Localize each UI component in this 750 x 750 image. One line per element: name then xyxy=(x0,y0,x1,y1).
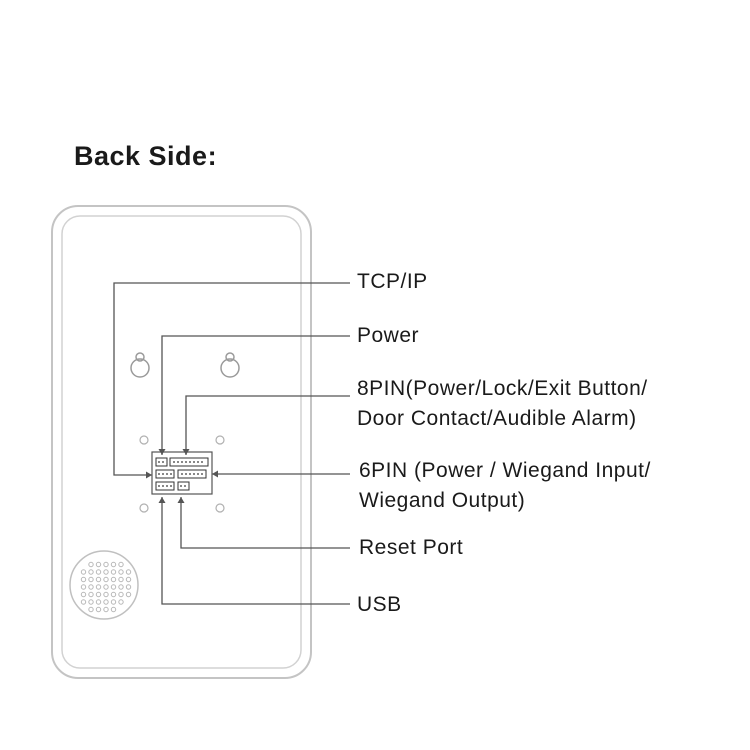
speaker-hole xyxy=(88,599,94,605)
speaker-hole xyxy=(110,591,117,598)
speaker-grille-icon xyxy=(69,550,139,620)
speaker-hole xyxy=(118,584,124,590)
speaker-hole xyxy=(88,591,94,598)
label-usb: USB xyxy=(357,593,402,616)
speaker-hole xyxy=(88,569,94,575)
speaker-hole xyxy=(103,569,109,575)
speaker-hole xyxy=(103,561,109,568)
label-tcp-ip: TCP/IP xyxy=(357,270,428,293)
speaker-hole xyxy=(95,576,102,583)
speaker-hole xyxy=(88,584,94,590)
arrowheads xyxy=(146,449,218,503)
device-inner-outline xyxy=(61,215,302,669)
speaker-hole xyxy=(118,561,124,568)
speaker-hole xyxy=(95,606,102,613)
leader-lines xyxy=(113,282,350,605)
speaker-hole xyxy=(80,584,87,590)
speaker-hole xyxy=(125,591,132,598)
usb-port xyxy=(155,481,175,491)
speaker-hole xyxy=(88,606,94,613)
speaker-hole xyxy=(103,599,109,605)
label-reset-port: Reset Port xyxy=(359,536,464,559)
connector-panel xyxy=(151,451,213,495)
label-6pin-line2: Wiegand Output) xyxy=(359,489,526,512)
speaker-hole xyxy=(110,599,117,605)
speaker-hole xyxy=(103,584,109,590)
speaker-hole xyxy=(80,569,87,575)
pin8-port xyxy=(169,457,209,467)
speaker-hole xyxy=(125,576,132,583)
speaker-hole xyxy=(95,599,102,605)
speaker-hole xyxy=(88,561,94,568)
speaker-hole xyxy=(110,561,117,568)
power-leader-line xyxy=(161,335,350,455)
speaker-hole xyxy=(95,561,102,568)
screw-holes xyxy=(139,435,225,513)
speaker-hole xyxy=(110,584,117,590)
pin8-leader-line xyxy=(185,395,350,455)
reset-port xyxy=(177,481,190,491)
page-title: Back Side: xyxy=(74,141,218,171)
power-port xyxy=(155,469,175,479)
speaker-hole xyxy=(80,599,87,605)
tcp-ip-leader-line xyxy=(113,282,350,476)
keyhole-right-icon xyxy=(220,352,240,378)
speaker-hole xyxy=(80,591,87,598)
speaker-hole xyxy=(88,576,94,583)
speaker-hole xyxy=(95,569,102,575)
label-8pin-line1: 8PIN(Power/Lock/Exit Button/ xyxy=(357,377,648,400)
speaker-hole xyxy=(118,591,124,598)
speaker-hole xyxy=(103,606,109,613)
speaker-hole xyxy=(118,576,124,583)
speaker-hole xyxy=(125,584,132,590)
speaker-hole xyxy=(110,569,117,575)
speaker-hole xyxy=(110,606,117,613)
speaker-hole xyxy=(103,591,109,598)
device-outer-outline xyxy=(51,205,312,679)
speaker-hole xyxy=(110,576,117,583)
speaker-hole xyxy=(118,569,124,575)
speaker-hole xyxy=(95,584,102,590)
speaker-hole xyxy=(80,576,87,583)
label-6pin-line1: 6PIN (Power / Wiegand Input/ xyxy=(359,459,651,482)
label-power: Power xyxy=(357,324,420,347)
speaker-hole xyxy=(103,576,109,583)
usb-leader-line xyxy=(161,497,350,605)
pin6-port xyxy=(177,469,207,479)
speaker-hole xyxy=(125,569,132,575)
reset-leader-line xyxy=(180,497,350,549)
keyhole-left-icon xyxy=(130,352,150,378)
speaker-hole xyxy=(95,591,102,598)
speaker-hole xyxy=(118,599,124,605)
tcp-ip-port xyxy=(155,457,168,467)
label-8pin-line2: Door Contact/Audible Alarm) xyxy=(357,407,637,430)
